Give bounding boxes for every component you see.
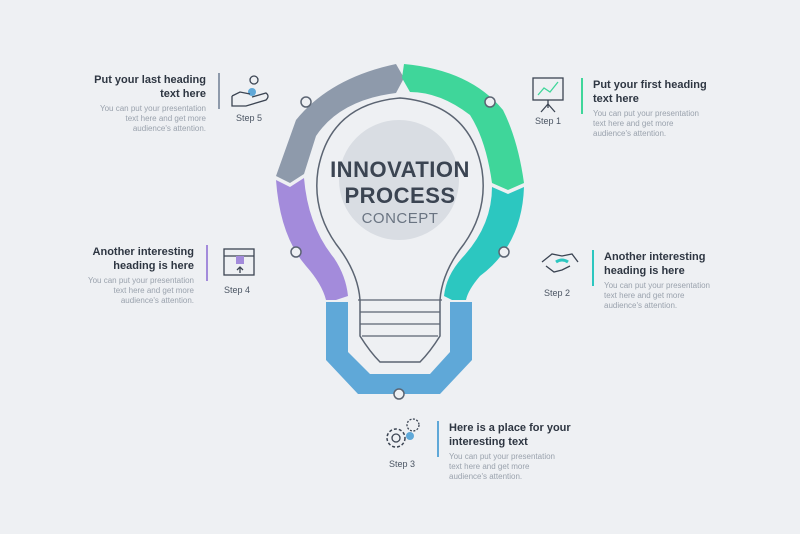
- step-3-description-line-1: You can put your presentation: [449, 452, 556, 461]
- step-4-accent-bar: [206, 245, 208, 281]
- step-3-description: You can put your presentation text here …: [449, 452, 571, 482]
- step-1-description: You can put your presentation text here …: [593, 109, 707, 139]
- step-1-heading-line-2: text here: [593, 93, 639, 105]
- hand-coin-icon: [231, 75, 269, 107]
- connector-dot-step-1: [484, 96, 496, 108]
- step-2-text-block: Another interesting heading is here You …: [592, 250, 710, 311]
- presentation-chart-icon: [532, 77, 564, 113]
- step-5-text-block: Put your last heading text here You can …: [50, 73, 220, 134]
- step-5-heading-line-2: text here: [160, 88, 206, 100]
- connector-dot-step-2: [498, 246, 510, 258]
- segment-step-2: [444, 187, 524, 300]
- step-4-description: You can put your presentation text here …: [40, 276, 194, 306]
- step-4-heading-line-1: Another interesting: [92, 246, 194, 258]
- step-4-text-block: Another interesting heading is here You …: [40, 245, 208, 306]
- segment-step-4: [276, 178, 348, 300]
- step-2-heading-line-2: heading is here: [604, 265, 685, 277]
- step-4-description-line-1: You can put your presentation: [87, 276, 194, 285]
- step-3-description-line-3: audience's attention.: [449, 472, 523, 481]
- connector-dot-step-3: [393, 388, 405, 400]
- step-2-description: You can put your presentation text here …: [604, 281, 710, 311]
- step-1-heading-line-1: Put your first heading: [593, 79, 707, 91]
- step-3-heading-line-2: interesting text: [449, 436, 528, 448]
- step-2-label: Step 2: [544, 288, 571, 298]
- box-icon: [223, 248, 255, 276]
- step-1-label: Step 1: [535, 116, 562, 126]
- step-2-description-line-2: text here and get more: [604, 291, 685, 300]
- step-5-label: Step 5: [236, 113, 263, 123]
- step-5-description-line-2: text here and get more: [125, 114, 207, 123]
- diagram-title-line-3: CONCEPT: [361, 210, 439, 227]
- step-5-description-line-1: You can put your presentation: [99, 104, 206, 113]
- step-1-description-line-3: audience's attention.: [593, 129, 667, 138]
- step-5-accent-bar: [218, 73, 220, 109]
- step-3-heading-line-1: Here is a place for your: [449, 422, 571, 434]
- title-backdrop-circle: [339, 120, 459, 240]
- handshake-icon: [541, 253, 579, 273]
- step-4-label: Step 4: [224, 285, 251, 295]
- step-4-description-line-3: audience's attention.: [120, 296, 194, 305]
- step-2-description-line-1: You can put your presentation: [604, 281, 711, 290]
- step-1-text-block: Put your first heading text here You can…: [581, 78, 707, 139]
- step-5-heading-line-1: Put your last heading: [94, 74, 206, 86]
- diagram-title-line-1: INNOVATION: [330, 157, 470, 182]
- step-2-description-line-3: audience's attention.: [604, 301, 678, 310]
- connector-dot-step-5: [300, 96, 312, 108]
- step-1-description-line-1: You can put your presentation: [593, 109, 700, 118]
- diagram-title-line-2: PROCESS: [344, 183, 456, 208]
- segment-step-1: [402, 64, 524, 190]
- step-4-heading-line-2: heading is here: [113, 260, 194, 272]
- step-2-accent-bar: [592, 250, 594, 286]
- step-5-description-line-3: audience's attention.: [132, 124, 206, 133]
- step-4-description-line-2: text here and get more: [113, 286, 195, 295]
- segment-step-5: [276, 64, 404, 183]
- step-1-description-line-2: text here and get more: [593, 119, 674, 128]
- step-3-text-block: Here is a place for your interesting tex…: [437, 421, 571, 482]
- step-5-description: You can put your presentation text here …: [50, 104, 206, 134]
- connector-dot-step-4: [290, 246, 302, 258]
- gears-icon: [386, 418, 420, 448]
- bulb-outline: [316, 97, 484, 363]
- step-2-heading-line-1: Another interesting: [604, 251, 706, 263]
- step-1-accent-bar: [581, 78, 583, 114]
- bulb-base-lines: [358, 299, 442, 337]
- segment-step-3: [326, 302, 472, 394]
- step-3-description-line-2: text here and get more: [449, 462, 530, 471]
- step-3-accent-bar: [437, 421, 439, 457]
- step-3-label: Step 3: [389, 459, 416, 469]
